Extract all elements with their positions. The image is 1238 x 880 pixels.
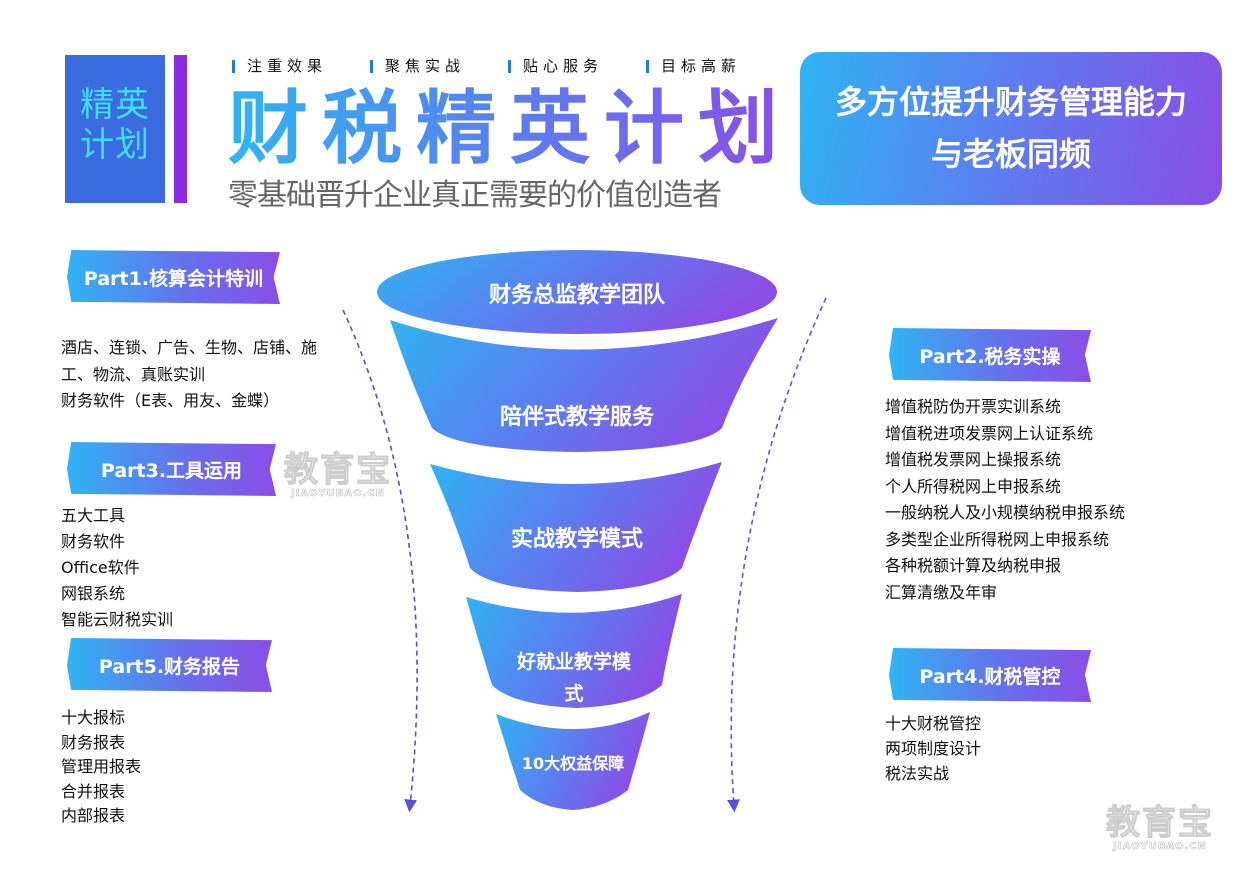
tick-mark	[232, 59, 235, 73]
logo-badge: 精英 计划	[65, 55, 165, 203]
watermark-domain: JIAOYUBAO.CN	[291, 488, 385, 500]
funnel-label-2: 陪伴式教学服务	[500, 404, 655, 430]
list-item: 汇算清缴及年审	[885, 582, 998, 602]
list-item: 增值税进项发票网上认证系统	[885, 423, 1094, 443]
watermark-domain: JIAOYUBAO.CN	[1113, 841, 1207, 853]
tick-mark	[646, 59, 649, 73]
slogan: 注重效果	[232, 57, 370, 75]
slogan-text: 目标高薪	[661, 57, 742, 75]
hero-line-1: 多方位提升财务管理能力	[834, 83, 1187, 121]
page-subtitle: 零基础晋升企业真正需要的价值创造者	[228, 178, 722, 213]
list-item: 内部报表	[61, 806, 126, 825]
hero-banner: 多方位提升财务管理能力 与老板同频	[800, 52, 1222, 205]
logo-line-1: 精英	[80, 85, 150, 125]
list-item: 酒店、连锁、广告、生物、店铺、施	[61, 338, 318, 357]
list-item: 各种税额计算及纳税申报	[885, 556, 1062, 575]
list-item: 税法实战	[885, 764, 950, 783]
part1-tag: Part1.核算会计特训	[67, 250, 280, 304]
funnel-level-5	[496, 712, 650, 810]
list-item: 五大工具	[61, 506, 126, 525]
part4-tag: Part4.财税管控	[889, 648, 1091, 702]
right-dashed-arrow	[727, 297, 827, 813]
list-item: 十大财税管控	[885, 714, 982, 733]
tick-mark	[508, 59, 511, 73]
funnel-label-4a: 好就业教学模	[516, 650, 632, 673]
list-item: 增值税防伪开票实训系统	[885, 397, 1062, 416]
slogan-text: 注重效果	[247, 57, 328, 75]
funnel-level-3	[430, 462, 722, 592]
list-item: 财务软件（E表、用友、金蝶）	[61, 391, 280, 410]
tick-mark	[370, 59, 373, 73]
list-item: 财务软件	[61, 532, 126, 551]
list-item: Office软件	[61, 558, 140, 577]
funnel-level-4	[466, 594, 682, 708]
slogan: 目标高薪	[646, 57, 784, 75]
funnel-label-1: 财务总监教学团队	[489, 282, 666, 308]
slogan: 聚焦实战	[370, 57, 508, 75]
left-dashed-arrow	[342, 309, 418, 813]
slogan: 贴心服务	[508, 57, 646, 75]
list-item: 两项制度设计	[885, 739, 982, 758]
slogan-text: 贴心服务	[523, 57, 604, 75]
hero-line-2: 与老板同频	[930, 135, 1091, 173]
funnel-label-5: 10大权益保障	[522, 754, 624, 773]
list-item: 网银系统	[61, 584, 126, 603]
list-item: 多类型企业所得税网上申报系统	[885, 529, 1110, 549]
logo-accent-bar	[174, 55, 187, 203]
list-item: 一般纳税人及小规模纳税申报系统	[885, 503, 1126, 522]
list-item: 财务报表	[61, 732, 126, 752]
funnel-level-1	[377, 250, 777, 334]
funnel-label-3: 实战教学模式	[511, 526, 643, 552]
list-item: 合并报表	[61, 781, 126, 801]
list-item: 工、物流、真账实训	[61, 364, 206, 384]
funnel-level-2	[390, 318, 778, 452]
slogan-row: 注重效果 聚焦实战 贴心服务 目标高薪	[232, 57, 784, 75]
part5-list: 十大报标 财务报表 管理用报表 合并报表 内部报表	[61, 706, 141, 829]
part5-tag: Part5.财务报告	[67, 638, 272, 692]
funnel-label-4b: 式	[564, 682, 583, 705]
list-item: 个人所得税网上申报系统	[885, 476, 1062, 496]
part4-list: 十大财税管控 两项制度设计 税法实战	[885, 711, 981, 786]
watermark-left: 教育宝 JIAOYUBAO.CN	[284, 452, 392, 500]
part1-list: 酒店、连锁、广告、生物、店铺、施 工、物流、真账实训 财务软件（E表、用友、金蝶…	[61, 335, 317, 415]
list-item: 十大报标	[61, 708, 126, 727]
part3-list: 五大工具 财务软件 Office软件 网银系统 智能云财税实训	[61, 503, 173, 633]
slogan-text: 聚焦实战	[385, 57, 466, 75]
list-item: 智能云财税实训	[61, 610, 174, 629]
part2-tag: Part2.税务实操	[889, 328, 1091, 382]
watermark-name: 教育宝	[1106, 803, 1214, 843]
list-item: 管理用报表	[61, 757, 142, 776]
part3-tag: Part3.工具运用	[67, 442, 276, 496]
watermark-name: 教育宝	[284, 450, 392, 490]
watermark-right: 教育宝 JIAOYUBAO.CN	[1106, 805, 1214, 853]
part2-list: 增值税防伪开票实训系统 增值税进项发票网上认证系统 增值税发票网上操报系统 个人…	[885, 394, 1125, 606]
page-title: 财税精英计划	[228, 82, 792, 175]
list-item: 增值税发票网上操报系统	[885, 450, 1062, 469]
logo-line-2: 计划	[80, 125, 150, 165]
